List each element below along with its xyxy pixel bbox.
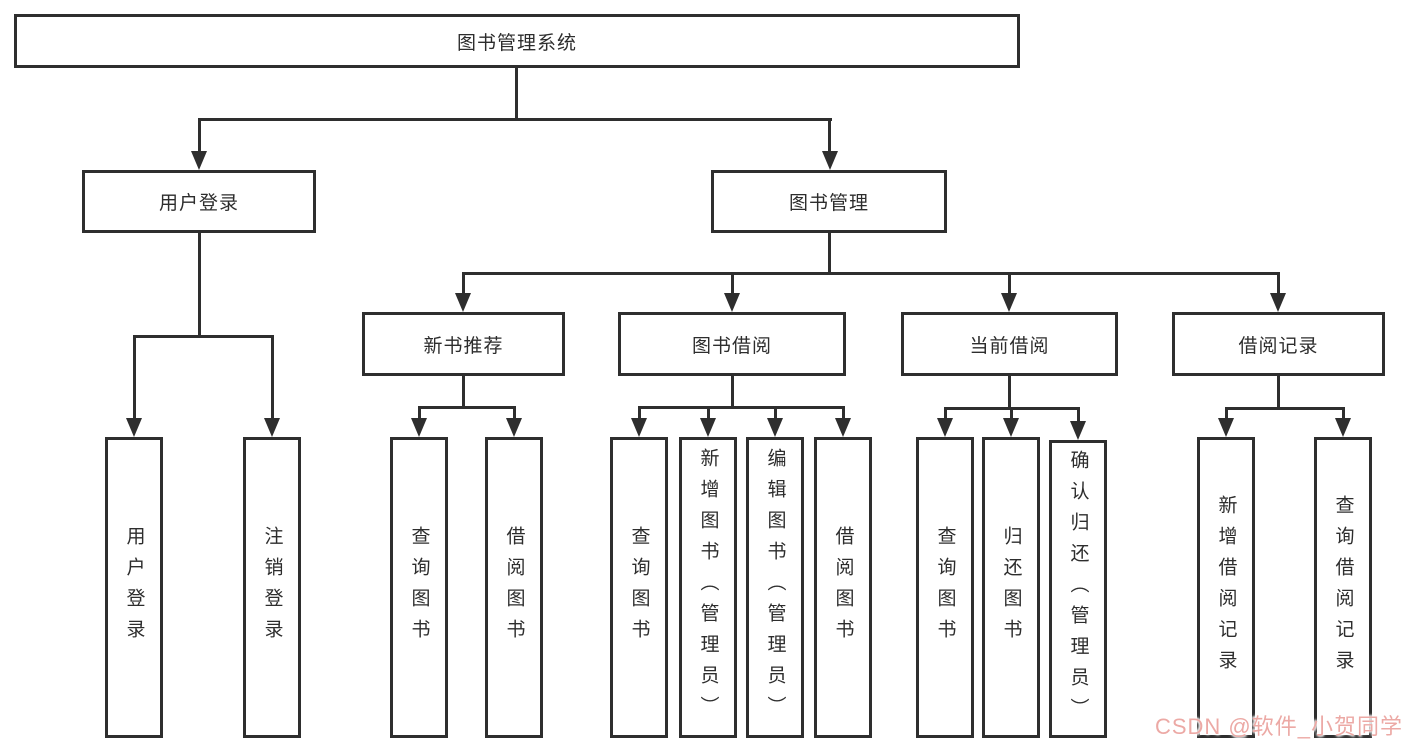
node-label: 当前借阅 [969, 335, 1050, 357]
leaf-label: 用户登录 [123, 525, 145, 650]
leaf-add-borrow-record: 新增借阅记录 [1197, 437, 1255, 738]
connector-line [1008, 376, 1011, 409]
node-book-management: 图书管理 [711, 170, 947, 233]
arrow-down-icon [1070, 421, 1086, 440]
connector-line [1010, 407, 1013, 419]
arrow-down-icon [1270, 293, 1286, 312]
arrow-down-icon [1218, 418, 1234, 437]
connector-line [828, 118, 831, 152]
arrow-down-icon [506, 418, 522, 437]
connector-line [198, 233, 201, 337]
connector-line [774, 406, 777, 419]
leaf-label: 新增借阅记录 [1215, 494, 1237, 681]
leaf-label: 新增图书（管理员） [697, 448, 719, 727]
leaf-query-books-recommend: 查询图书 [390, 437, 448, 738]
node-book-borrowing: 图书借阅 [618, 312, 846, 376]
arrow-down-icon [937, 418, 953, 437]
node-label: 图书借阅 [691, 335, 772, 357]
leaf-query-books-current: 查询图书 [916, 437, 974, 738]
node-library-system: 图书管理系统 [14, 14, 1020, 68]
connector-line [638, 406, 845, 409]
node-current-borrowing: 当前借阅 [901, 312, 1118, 376]
arrow-down-icon [191, 151, 207, 170]
connector-line [133, 335, 274, 338]
connector-line [515, 67, 518, 120]
leaf-label: 借阅图书 [832, 525, 854, 650]
connector-line [462, 272, 465, 294]
arrow-down-icon [411, 418, 427, 437]
connector-line [198, 118, 832, 121]
arrow-down-icon [264, 418, 280, 437]
leaf-label: 确认归还（管理员） [1067, 449, 1089, 729]
node-label: 图书管理 [788, 193, 869, 214]
node-label: 图书管理系统 [456, 32, 577, 54]
connector-line [513, 406, 516, 419]
connector-line [638, 406, 641, 419]
connector-line [944, 407, 947, 419]
arrow-down-icon [1003, 418, 1019, 437]
connector-line [1077, 407, 1080, 422]
connector-line [462, 272, 1279, 275]
node-borrowing-records: 借阅记录 [1172, 312, 1385, 376]
connector-line [418, 406, 516, 409]
node-new-book-recommend: 新书推荐 [362, 312, 565, 376]
connector-line [1277, 376, 1280, 409]
leaf-add-books-admin: 新增图书（管理员） [679, 437, 737, 738]
connector-line [707, 406, 710, 419]
leaf-label: 注销登录 [261, 525, 283, 650]
leaf-label: 借阅图书 [503, 525, 525, 650]
arrow-down-icon [767, 418, 783, 437]
leaf-borrow-books-recommend: 借阅图书 [485, 437, 543, 738]
arrow-down-icon [455, 293, 471, 312]
arrow-down-icon [1335, 418, 1351, 437]
connector-line [418, 406, 421, 419]
leaf-confirm-return-admin: 确认归还（管理员） [1049, 440, 1107, 738]
connector-line [1225, 407, 1228, 419]
leaf-label: 查询图书 [934, 525, 956, 650]
leaf-label: 归还图书 [1000, 525, 1022, 650]
connector-line [842, 406, 845, 419]
arrow-down-icon [126, 418, 142, 437]
arrow-down-icon [700, 418, 716, 437]
leaf-return-books: 归还图书 [982, 437, 1040, 738]
arrow-down-icon [724, 293, 740, 312]
leaf-borrow-books-borrowing: 借阅图书 [814, 437, 872, 738]
arrow-down-icon [835, 418, 851, 437]
leaf-label: 查询图书 [628, 525, 650, 650]
node-label: 新书推荐 [423, 335, 504, 357]
arrow-down-icon [1001, 293, 1017, 312]
node-label: 借阅记录 [1238, 335, 1319, 357]
leaf-label: 编辑图书（管理员） [764, 448, 786, 727]
connector-line [828, 233, 831, 275]
connector-line [462, 376, 465, 408]
connector-line [1342, 407, 1345, 419]
leaf-query-borrow-record: 查询借阅记录 [1314, 437, 1372, 738]
node-label: 用户登录 [158, 193, 239, 214]
leaf-query-books-borrowing: 查询图书 [610, 437, 668, 738]
connector-line [1225, 407, 1345, 410]
leaf-user-login: 用户登录 [105, 437, 163, 738]
csdn-watermark: CSDN @软件_小贺同学 [1154, 714, 1403, 739]
connector-line [1277, 272, 1280, 294]
connector-line [731, 272, 734, 294]
arrow-down-icon [631, 418, 647, 437]
node-user-login: 用户登录 [82, 170, 316, 233]
connector-line [1008, 272, 1011, 294]
leaf-logout: 注销登录 [243, 437, 301, 738]
arrow-down-icon [822, 151, 838, 170]
connector-line [271, 335, 274, 419]
connector-line [133, 335, 136, 419]
connector-line [731, 376, 734, 408]
leaf-label: 查询图书 [408, 525, 430, 650]
connector-line [198, 118, 201, 152]
leaf-label: 查询借阅记录 [1332, 494, 1354, 681]
leaf-edit-books-admin: 编辑图书（管理员） [746, 437, 804, 738]
